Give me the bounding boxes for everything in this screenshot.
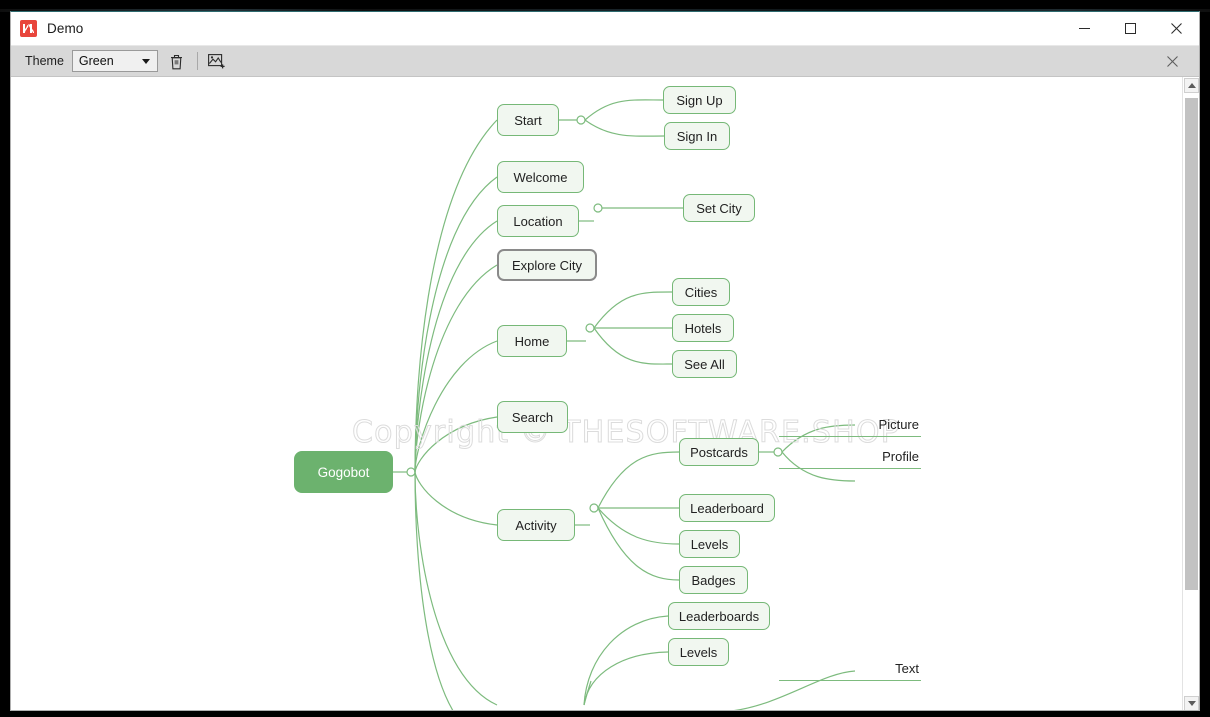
mindmap-node[interactable]: Start [497, 104, 559, 136]
mindmap-node[interactable]: Hotels [672, 314, 734, 342]
node-label: Text [895, 661, 919, 676]
mindmap-node[interactable]: Leaderboards [668, 602, 770, 630]
node-label: Leaderboards [678, 608, 760, 624]
mindmap-node[interactable]: Cities [672, 278, 730, 306]
mindmap-node[interactable]: Picture [779, 413, 921, 437]
theme-dropdown[interactable]: Green [71, 50, 158, 72]
node-label: Badges [691, 572, 736, 588]
mindmap-node[interactable]: Levels [668, 638, 729, 666]
chevron-down-icon [1187, 701, 1196, 706]
window-title: Demo [47, 21, 84, 36]
trash-icon[interactable] [164, 49, 190, 73]
window-controls [1061, 13, 1199, 45]
node-label: Start [514, 112, 542, 128]
title-bar: Demo [11, 12, 1199, 46]
node-label: Location [513, 213, 563, 229]
background-menubar-sliver [0, 9, 1210, 12]
node-label: Gogobot [317, 464, 370, 480]
node-label: Leaderboard [690, 500, 764, 516]
mindmap-node[interactable]: Set City [683, 194, 755, 222]
node-label: See All [684, 356, 725, 372]
node-label: Welcome [513, 169, 568, 185]
mindmap-node[interactable]: Sign Up [663, 86, 736, 114]
close-document-icon[interactable] [1159, 49, 1185, 73]
mindmap-node[interactable]: Location [497, 205, 579, 237]
node-label: Search [511, 409, 554, 425]
mindmap-node[interactable]: Explore City [497, 249, 597, 281]
chevron-down-icon [141, 59, 150, 64]
mindmap-node[interactable]: Sign In [664, 122, 730, 150]
mindmap-edges [393, 99, 856, 710]
scroll-up-button[interactable] [1184, 78, 1199, 93]
background-app-strip [0, 0, 1210, 12]
node-label: Levels [690, 536, 729, 552]
toolbar: Theme Green [11, 46, 1199, 77]
node-label: Activity [515, 517, 557, 533]
mindmap-root-node[interactable]: Gogobot [294, 451, 393, 493]
app-window: Demo Theme Green [10, 11, 1200, 711]
node-label: Picture [878, 417, 919, 432]
add-image-icon[interactable] [204, 49, 230, 73]
mindmap-node[interactable]: See All [672, 350, 737, 378]
mindmap-node[interactable]: Levels [679, 530, 740, 558]
mindmap-node[interactable]: Search [497, 401, 568, 433]
mindmap-node[interactable]: Postcards [679, 438, 759, 466]
node-label: Explore City [511, 257, 583, 273]
node-label: Home [514, 333, 550, 349]
node-label: Hotels [684, 320, 722, 336]
node-label: Postcards [690, 444, 748, 460]
node-label: Set City [696, 200, 742, 216]
node-label: Profile [882, 449, 919, 464]
node-label: Levels [679, 644, 718, 660]
minimize-icon[interactable] [1061, 13, 1107, 45]
theme-label: Theme [25, 54, 64, 68]
node-label: Sign In [676, 128, 718, 144]
mindmap-node[interactable]: Text [779, 657, 921, 681]
mindmap-node[interactable]: Profile [779, 445, 921, 469]
scrollbar-thumb[interactable] [1185, 98, 1198, 590]
mindmaster-m-icon [20, 20, 37, 37]
node-label: Sign Up [676, 92, 723, 108]
theme-selected-value: Green [78, 54, 114, 68]
close-icon[interactable] [1153, 13, 1199, 45]
mindmap-node[interactable]: Activity [497, 509, 575, 541]
mindmap-node[interactable]: Home [497, 325, 567, 357]
mindmap-node[interactable]: Leaderboard [679, 494, 775, 522]
mindmap-node[interactable]: Badges [679, 566, 748, 594]
node-label: Cities [684, 284, 718, 300]
vertical-scrollbar[interactable] [1182, 77, 1199, 710]
maximize-icon[interactable] [1107, 13, 1153, 45]
scroll-down-button[interactable] [1184, 696, 1199, 710]
toolbar-separator [196, 52, 198, 70]
chevron-up-icon [1187, 83, 1196, 88]
mindmap-node[interactable]: Welcome [497, 161, 584, 193]
